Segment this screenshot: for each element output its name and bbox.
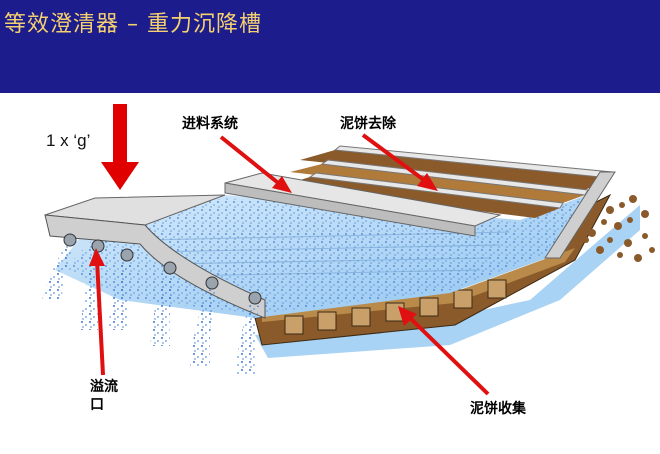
cake-collection-label: 泥饼收集 (470, 401, 526, 417)
falling-cake-chunks (583, 195, 655, 262)
gravity-arrow (101, 104, 139, 190)
overflow-label-line1: 溢流 (90, 379, 118, 395)
overflow-nozzles (63, 233, 262, 305)
water-shadow (255, 205, 640, 358)
overflow-port-label: 溢流 口 (90, 378, 118, 414)
page-title: 等效澄清器 – 重力沉降槽 (4, 12, 262, 37)
gravity-label: 1 x ‘g’ (46, 131, 91, 150)
flow-streaks (149, 231, 511, 277)
feed-system-beam (224, 172, 502, 237)
overflow-streams (42, 245, 259, 374)
tank-right-wall (544, 171, 616, 259)
cake-removal-label: 泥饼去除 (340, 116, 396, 132)
overflow-label-line2: 口 (90, 397, 104, 413)
callout-arrows (89, 133, 490, 396)
title-banner: 等效澄清器 – 重力沉降槽 (0, 0, 660, 93)
feed-system-label: 进料系统 (182, 116, 238, 132)
